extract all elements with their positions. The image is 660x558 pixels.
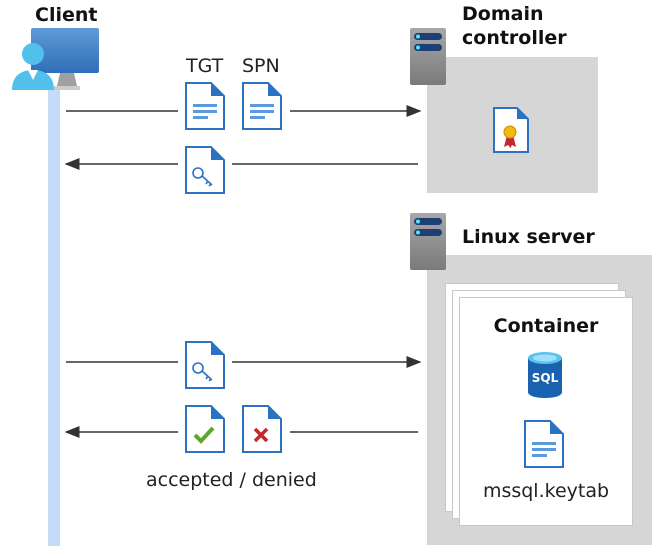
domain-controller-server-icon xyxy=(410,28,446,85)
sql-database-icon xyxy=(527,351,563,399)
linux-server-icon xyxy=(410,213,446,270)
client-title: Client xyxy=(35,4,98,26)
linux-server-title: Linux server xyxy=(462,226,595,248)
client-computer-user-icon xyxy=(10,26,100,92)
service-ticket-key-icon xyxy=(185,146,225,194)
result-label: accepted / denied xyxy=(146,469,317,491)
keytab-label: mssql.keytab xyxy=(482,480,610,502)
service-ticket-key-icon xyxy=(185,341,225,389)
spn-document-icon xyxy=(242,82,282,130)
tgt-label: TGT xyxy=(186,55,224,77)
container-title: Container xyxy=(493,315,599,337)
client-lifeline xyxy=(48,88,60,546)
accepted-check-icon xyxy=(185,405,225,453)
keytab-document-icon xyxy=(524,420,564,468)
sql-label: SQL xyxy=(531,371,559,385)
container-page xyxy=(459,297,633,526)
spn-label: SPN xyxy=(242,55,280,77)
certificate-icon xyxy=(493,107,529,153)
tgt-document-icon xyxy=(185,82,225,130)
denied-x-icon xyxy=(242,405,282,453)
